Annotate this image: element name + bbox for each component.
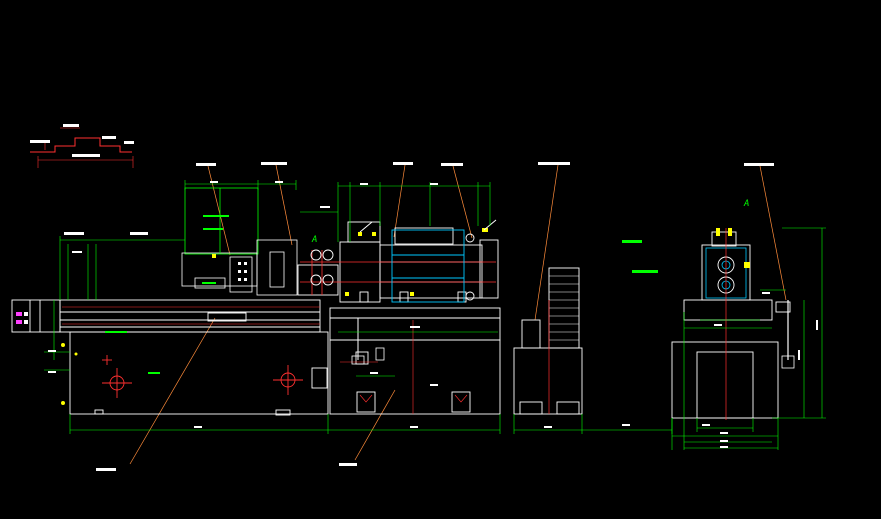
control-cabinet bbox=[181, 187, 298, 296]
leader-labels-top bbox=[96, 162, 774, 471]
machine-bed bbox=[59, 299, 329, 416]
leader-lines bbox=[129, 164, 787, 465]
roll-stand-base-detail bbox=[340, 320, 468, 414]
end-view-hardware bbox=[716, 228, 795, 369]
roll-hardware bbox=[345, 228, 488, 296]
profile-detail bbox=[30, 137, 132, 153]
lever bbox=[351, 318, 385, 365]
rails bbox=[62, 306, 320, 325]
profile-detail-labels bbox=[30, 124, 134, 157]
pump-unit-grid bbox=[549, 275, 579, 341]
section-mark-a-1: A bbox=[311, 235, 317, 245]
profile-detail-dims bbox=[37, 127, 134, 168]
bed-end-cap bbox=[11, 299, 61, 333]
control-cabinet-text bbox=[202, 215, 229, 284]
dimension-value-markers bbox=[48, 181, 818, 448]
bed-holes bbox=[102, 355, 303, 398]
control-cabinet-details bbox=[212, 254, 247, 281]
bed-markers bbox=[61, 343, 78, 405]
bed-labels bbox=[105, 331, 160, 374]
roll-accent bbox=[391, 229, 465, 303]
roll-stand-base bbox=[329, 307, 501, 415]
section-mark-a-2: A bbox=[743, 199, 749, 209]
dimension-lines bbox=[44, 180, 826, 450]
rollers bbox=[310, 233, 475, 301]
end-view-arrows bbox=[622, 240, 658, 273]
bed-end-hardware bbox=[16, 312, 28, 324]
